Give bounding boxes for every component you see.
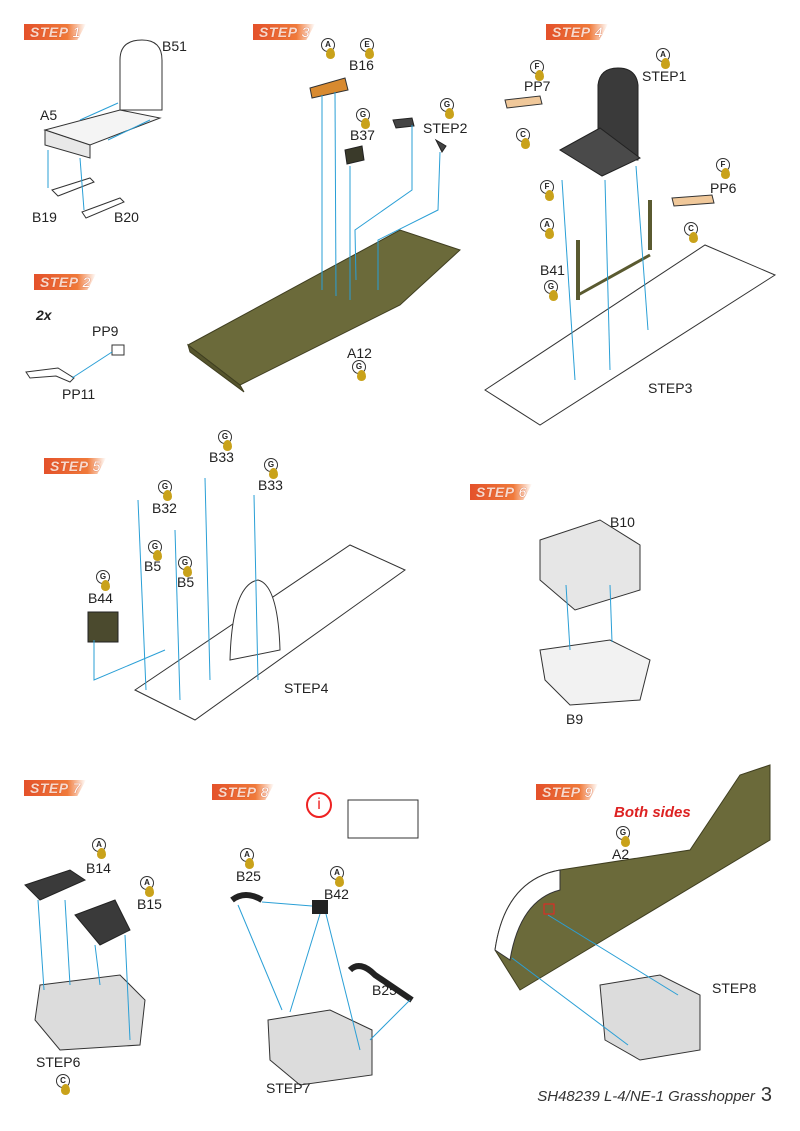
part-label-b16: B16 [349,57,374,73]
paint-chip: F [530,60,546,82]
part-label-b5: B5 [144,558,162,574]
part-label-a2: A2 [612,846,630,862]
ref-label-step8: STEP8 [712,980,757,996]
part-label-b42: B42 [324,886,349,902]
paint-chip: G [352,360,368,382]
paint-chip: A [321,38,337,60]
paint-chip: C [684,222,700,244]
part-label-pp9: PP9 [92,323,119,339]
part-label-b33: B33 [258,477,283,493]
seat-drawing-step1 [43,39,163,219]
paint-chip: F [716,158,732,180]
part-label-pp7: PP7 [524,78,551,94]
cockpit-drawing-step4 [484,67,777,426]
part-label-b15: B15 [137,896,162,912]
floor-drawing-step3 [187,77,461,393]
paint-chip: G [264,458,280,480]
part-label-b41: B41 [540,262,565,278]
paint-chip: A [656,48,672,70]
ref-label-step6: STEP6 [36,1054,81,1070]
paint-chip: G [158,480,174,502]
both-sides-note: Both sides [614,804,691,821]
paint-chip: A [92,838,108,860]
quantity-label: 2x [36,307,52,323]
paint-chip: C [56,1074,72,1096]
part-label-b25: B25 [236,868,261,884]
part-label-a12: A12 [347,345,372,361]
part-label-b14: B14 [86,860,111,876]
part-label-b37: B37 [350,127,375,143]
engine-drawing-step7 [24,869,146,1051]
page-number: 3 [760,1084,772,1106]
part-label-a5: A5 [40,107,58,123]
paint-chip: G [356,108,372,130]
paint-chip: A [330,866,346,888]
paint-chip: G [178,556,194,578]
page-footer: SH48239 L-4/NE-1 Grasshopper 3 [537,1084,772,1107]
fuselage-drawing-step9 [494,764,771,1061]
engine-drawing-step8 [230,799,419,1086]
cockpit-drawing-step5 [87,477,406,721]
part-label-b33: B33 [209,449,234,465]
part-label-b19: B19 [32,209,57,225]
paint-chip: G [440,98,456,120]
part-label-b9: B9 [566,711,584,727]
part-label-b51: B51 [162,38,187,54]
ref-label-step4: STEP4 [284,680,329,696]
paint-chip: G [616,826,632,848]
part-label-pp6: PP6 [710,180,737,196]
part-label-pp11: PP11 [62,386,96,402]
paint-chip: G [148,540,164,562]
part-label-b32: B32 [152,500,177,516]
part-label-b25: B25 [372,982,397,998]
kit-title: SH48239 L-4/NE-1 Grasshopper [537,1088,755,1105]
parts-drawing-step2 [25,344,125,383]
ref-label-step2: STEP2 [423,120,468,136]
paint-chip: A [540,218,556,240]
part-label-b5: B5 [177,574,195,590]
ref-label-step1: STEP1 [642,68,687,84]
paint-chip: F [540,180,556,202]
paint-chip: A [140,876,156,898]
ref-label-step3: STEP3 [648,380,693,396]
info-icon: i [306,792,332,818]
part-label-b20: B20 [114,209,139,225]
paint-chip: G [218,430,234,452]
paint-chip: E [360,38,376,60]
paint-chip: C [516,128,532,150]
ref-label-step7: STEP7 [266,1080,311,1096]
paint-chip: G [96,570,112,592]
part-label-b10: B10 [610,514,635,530]
engine-drawing-step6 [539,519,651,706]
paint-chip: A [240,848,256,870]
paint-chip: G [544,280,560,302]
part-label-b44: B44 [88,590,113,606]
